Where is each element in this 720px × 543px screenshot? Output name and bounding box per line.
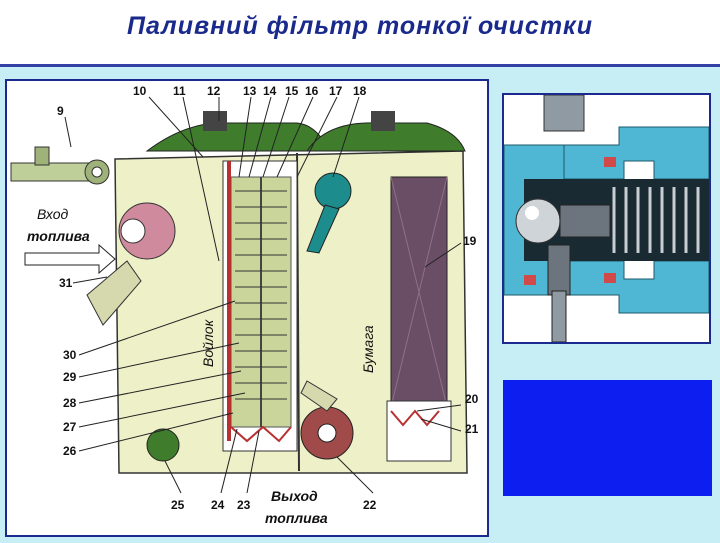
outlet-label-line1: Выход xyxy=(271,488,318,504)
valve-cross-section xyxy=(503,94,710,343)
filter-diagram: Вход топлива Выход топлива Войлок Бумага xyxy=(10,84,479,526)
callout-26: 26 xyxy=(63,444,77,458)
felt-element-springs xyxy=(235,190,287,400)
inlet-label-line2: топлива xyxy=(27,228,90,244)
callout-24: 24 xyxy=(211,498,225,512)
inlet-valve-fitting xyxy=(10,146,110,185)
callout-20: 20 xyxy=(465,392,479,406)
callout-29: 29 xyxy=(63,370,77,384)
outlet-port xyxy=(300,380,354,460)
callout-25: 25 xyxy=(171,498,185,512)
callout-10: 10 xyxy=(133,84,147,98)
callout-28: 28 xyxy=(63,396,77,410)
blue-placeholder-box xyxy=(503,380,712,496)
callout-11: 11 xyxy=(173,84,186,98)
felt-label: Войлок xyxy=(200,318,216,367)
outlet-label-line2: топлива xyxy=(265,510,328,526)
inlet-port xyxy=(86,202,176,326)
callout-31: 31 xyxy=(59,276,73,290)
inlet-label-line1: Вход xyxy=(37,206,69,222)
filter-diagram-frame: Вход топлива Выход топлива Войлок Бумага xyxy=(5,79,489,537)
callout-27: 27 xyxy=(63,420,77,434)
callout-9: 9 xyxy=(57,104,64,118)
callout-18: 18 xyxy=(353,84,367,98)
inlet-arrow xyxy=(24,243,116,275)
callout-12: 12 xyxy=(207,84,221,98)
callout-30: 30 xyxy=(63,348,77,362)
callout-17: 17 xyxy=(329,84,343,98)
callout-numbers: 10 11 12 13 14 15 16 17 18 9 19 31 30 29… xyxy=(57,84,479,512)
felt-filter-element xyxy=(222,160,298,452)
drain-plug xyxy=(146,428,180,462)
callout-13: 13 xyxy=(243,84,257,98)
relief-valve xyxy=(306,172,352,254)
valve-detail-frame xyxy=(502,93,711,344)
callout-14: 14 xyxy=(263,84,277,98)
callout-21: 21 xyxy=(465,422,479,436)
page-title: Паливний фільтр тонкої очистки xyxy=(126,12,594,40)
callout-22: 22 xyxy=(363,498,377,512)
leader-lines xyxy=(64,96,462,494)
callout-23: 23 xyxy=(237,498,251,512)
callout-15: 15 xyxy=(285,84,299,98)
paper-label: Бумага xyxy=(360,325,376,373)
callout-16: 16 xyxy=(305,84,319,98)
paper-filter-element xyxy=(386,176,452,462)
callout-19: 19 xyxy=(463,234,477,248)
